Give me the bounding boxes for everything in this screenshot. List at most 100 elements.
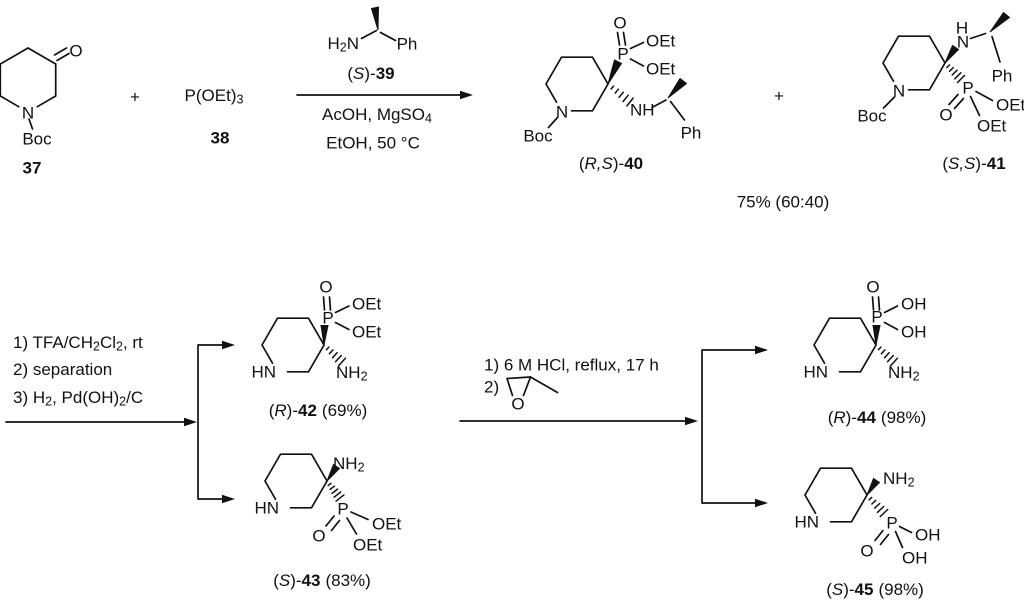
paren: )- xyxy=(843,580,854,599)
subscript: 2 xyxy=(45,395,52,409)
epoxide-oxygen-label: O xyxy=(511,395,524,414)
paren: )- xyxy=(613,154,624,173)
arrow-head xyxy=(685,416,698,426)
text: AcOH, MgSO xyxy=(322,105,425,124)
ring-bonds xyxy=(804,467,868,523)
yield-ratio-text: 75% (60:40) xyxy=(737,193,830,212)
amine-h-label: H xyxy=(956,19,968,38)
p-o-double-bond xyxy=(325,515,341,532)
wedge-bond-to-nh xyxy=(944,44,960,64)
stereo-descriptor: R xyxy=(274,401,286,420)
nh2-label: NH2 xyxy=(333,454,365,475)
step-a-line-1: 1) TFA/CH2Cl2, rt xyxy=(13,333,143,354)
hashed-wedge-bond-to-nh xyxy=(610,85,634,107)
paren: ( xyxy=(942,154,948,173)
h: H xyxy=(327,34,339,53)
compound-number-38: 38 xyxy=(211,129,230,148)
oet-top-label: OEt xyxy=(996,96,1024,115)
text: 3) H xyxy=(13,388,45,407)
wedge-bond-to-nh2 xyxy=(326,463,341,482)
compound-label-44: (R)-44(98%) xyxy=(828,408,927,427)
phosphorus-label: P xyxy=(962,79,973,98)
ring-hn-label: HN xyxy=(251,363,276,382)
stereo-descriptor: S xyxy=(279,571,291,590)
yield: (98%) xyxy=(878,580,923,599)
compound-number-40: 40 xyxy=(624,154,643,173)
wedge-bond-to-phosphonate xyxy=(607,59,623,85)
subscript: 2 xyxy=(93,340,100,354)
compound-number-44: 44 xyxy=(857,408,876,427)
oh-bonds xyxy=(894,525,913,549)
n-ch-bond xyxy=(969,32,987,40)
reaction-step-b: 1) 6 M HCl, reflux, 17 h 2) O xyxy=(459,345,768,508)
phosphorus-label: P xyxy=(337,500,348,519)
bonds xyxy=(360,29,397,42)
phosphite-formula: P(OEt)3 xyxy=(185,86,244,107)
text: /C xyxy=(126,388,143,407)
paren: ( xyxy=(269,401,275,420)
oet-bonds xyxy=(629,41,645,67)
phosphorus-label: P xyxy=(871,308,882,327)
fork-arrow-head-top xyxy=(755,345,768,355)
p-o-double-bond xyxy=(322,296,332,311)
compound-label-43: (S)-43(83%) xyxy=(273,571,371,590)
phenyl-label: Ph xyxy=(397,35,418,54)
ring-nitrogen-label: N xyxy=(22,104,34,123)
n: N xyxy=(347,34,359,53)
subscript: 2 xyxy=(908,476,915,490)
wedge-bond-to-phosphonate xyxy=(872,325,881,346)
paren: ( xyxy=(826,580,832,599)
compound-number-42: 42 xyxy=(298,401,317,420)
ch-ph-bond xyxy=(991,35,1001,63)
ring-bonds xyxy=(264,453,328,509)
oet-bottom-label: OEt xyxy=(977,117,1007,136)
phosphorus-label: P xyxy=(322,309,333,328)
text: NH xyxy=(888,363,913,382)
step-a-line-2: 2) separation xyxy=(13,360,112,379)
compound-number-37: 37 xyxy=(23,159,42,178)
phenyl-label: Ph xyxy=(992,67,1013,86)
wedge-bond-to-nh2 xyxy=(866,477,881,496)
hashed-wedge-bond-to-phosphonate xyxy=(868,496,889,518)
ring-bonds xyxy=(261,317,325,373)
compound-number-43: 43 xyxy=(302,571,321,590)
formula-subscript: 3 xyxy=(237,93,244,107)
compound-41: H N N Boc Ph P O OEt OEt (S,S)-41 xyxy=(857,11,1024,173)
fork-arrow-head-top xyxy=(222,340,235,350)
compound-45: NH2 HN P O OH OH (S)-45(98%) xyxy=(794,467,941,599)
yield: (69%) xyxy=(322,401,367,420)
stereo-descriptor: R,S xyxy=(585,154,614,173)
nh2-label: NH2 xyxy=(888,363,920,384)
ring-bonds xyxy=(813,317,877,373)
paren: ( xyxy=(347,64,353,83)
p-o-double-bond xyxy=(616,31,627,46)
yield: (98%) xyxy=(881,408,926,427)
oet-bottom-label: OEt xyxy=(353,536,383,555)
oet-bonds xyxy=(334,305,350,331)
yield: (83%) xyxy=(325,571,370,590)
phosphorus-label: P xyxy=(886,514,897,533)
stereo-descriptor: S xyxy=(353,64,365,83)
compound-label-42: (R)-42(69%) xyxy=(269,401,368,420)
oh-top-label: OH xyxy=(901,295,927,314)
conditions-line-2: EtOH, 50 °C xyxy=(326,134,420,153)
compound-42: O P OEt OEt HN NH2 (R)-42(69%) xyxy=(251,278,381,420)
h-subscript: 2 xyxy=(340,41,347,55)
carbonyl-oxygen-label: O xyxy=(69,42,82,61)
text: NH xyxy=(336,363,361,382)
oet-bottom-label: OEt xyxy=(352,323,382,342)
text: NH xyxy=(333,454,358,473)
phosphorus-label: P xyxy=(617,45,628,64)
hashed-wedge-bond-to-phosphonate xyxy=(327,482,345,502)
paren: ( xyxy=(579,154,585,173)
ring-hn-label: HN xyxy=(803,363,828,382)
compound-44: O P OH OH HN NH2 (R)-44(98%) xyxy=(803,278,926,427)
conditions-line-1: AcOH, MgSO4 xyxy=(322,105,432,126)
oh-bottom-label: OH xyxy=(901,323,927,342)
compound-number-39: 39 xyxy=(376,64,395,83)
paren: ( xyxy=(273,571,279,590)
ring-nitrogen-label: N xyxy=(893,82,905,101)
text: Cl xyxy=(100,333,116,352)
oh-bonds xyxy=(883,305,899,331)
